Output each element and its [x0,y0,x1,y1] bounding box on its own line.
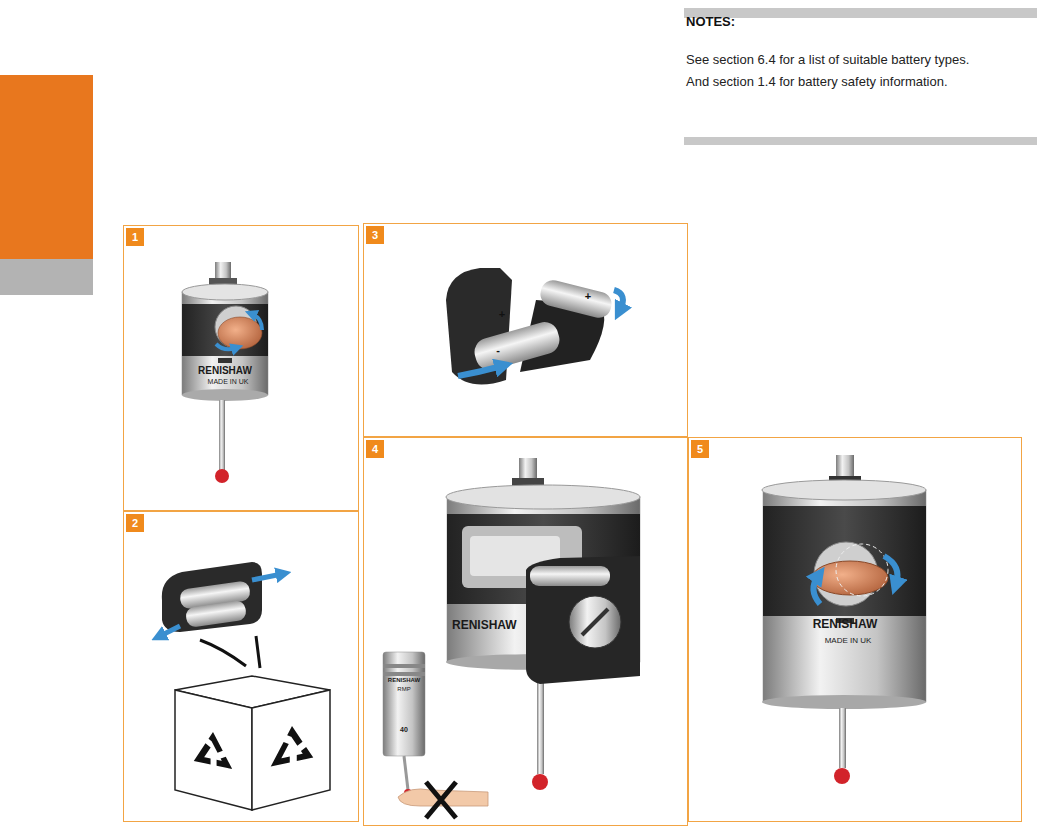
probe-figure [182,389,268,401]
probe-figure [812,561,888,595]
brand-mark: RENISHAW [388,677,420,684]
step-panel: 3 [363,223,688,437]
notes-bar [684,137,1037,145]
recycle-bin [199,735,227,765]
model-number: 40 [400,726,408,734]
battery-insert [538,278,614,321]
notes-heading: NOTES: [686,15,735,29]
side-bar [0,75,93,259]
probe-figure [182,284,268,300]
probe-figure [763,506,926,616]
probe-figure [836,544,888,596]
recycle-bin [199,735,227,765]
battery-pack [200,640,246,666]
battery-pack [160,626,180,636]
probe-figure [762,695,926,709]
small-probe [426,782,456,818]
probe-figure [182,304,268,356]
probe-figure [215,469,229,483]
small-probe [404,756,408,790]
brand-mark: RENISHAW [198,365,252,376]
probe-figure [813,576,820,604]
side-bar-grey [0,259,93,295]
battery-insert [458,366,502,376]
small-probe [383,652,425,756]
probe-figure [182,292,268,395]
probe-figure [526,556,640,684]
step-panel: 2 [123,511,359,822]
step-panel: 4 [363,437,688,826]
step-number: 5 [691,440,709,458]
brand-mark: RENISHAW [452,619,517,632]
probe-figure [219,400,225,470]
probe-figure [519,458,537,480]
polarity-mark: + [499,308,505,320]
polarity-mark: - [496,344,500,356]
recycle-bin [276,729,308,763]
notes-bar [684,8,1037,18]
origin-mark: MADE IN UK [825,637,872,646]
step-number: 3 [366,226,384,244]
battery-pack [256,636,260,668]
probe-figure [216,344,236,349]
probe-figure [836,455,854,477]
battery-pack [162,562,262,632]
probe-figure [569,596,621,648]
polarity-mark: + [585,290,591,302]
recycle-bin [276,729,308,763]
probe-figure [839,708,846,768]
note-text: See section 6.4 for a list of suitable b… [686,53,969,67]
probe-figure [252,314,262,330]
probe-figure [446,458,640,790]
battery-insert [446,268,623,385]
origin-mark: MADE IN UK [208,378,249,386]
probe-figure [763,490,926,702]
step-number: 2 [126,514,144,532]
recycle-bin [252,690,330,810]
battery-pack [252,574,282,580]
probe-figure [182,262,268,483]
recycle-bin [175,690,252,810]
small-probe [383,672,425,676]
small-probe [383,664,425,668]
small-probe [383,652,488,818]
step-number: 1 [126,228,144,246]
probe-figure [834,768,850,784]
model-name: RMP [397,686,410,693]
probe-figure [762,455,926,784]
battery-pack [160,562,282,668]
battery-insert [614,290,623,310]
probe-figure [218,358,232,363]
step-number: 4 [366,440,384,458]
recycle-bin [175,676,330,810]
probe-figure [446,485,640,509]
battery-insert [471,319,562,373]
probe-figure [762,480,926,500]
probe-figure [582,609,608,635]
battery-pack [185,600,247,628]
probe-figure [215,262,231,280]
battery-insert [446,268,512,385]
probe-figure [218,317,262,349]
probe-figure [884,556,898,584]
note-text: And section 1.4 for battery safety infor… [686,75,948,89]
probe-figure [532,774,548,790]
probe-figure [530,566,610,586]
brand-mark: RENISHAW [813,618,878,631]
